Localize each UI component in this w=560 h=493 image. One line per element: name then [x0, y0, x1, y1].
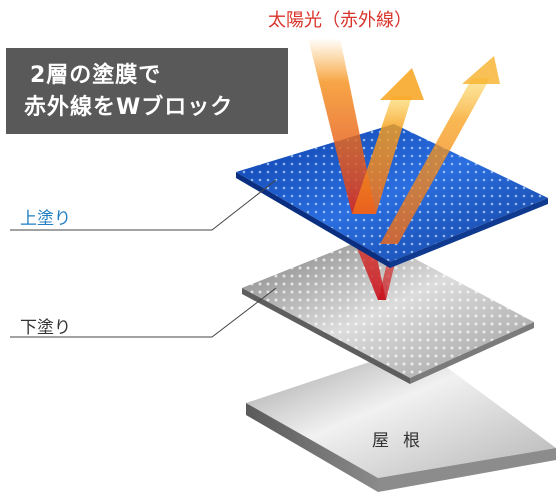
top-coat-layer [236, 124, 548, 268]
top-coat-leader [10, 179, 277, 231]
sunlight-label: 太陽光（赤外線） [268, 10, 412, 31]
headline-line-2: 赤外線をWブロック [24, 95, 234, 120]
top-coat-label: 上塗り [20, 209, 71, 229]
headline-box: 2層の塗膜で 赤外線をWブロック [6, 48, 288, 134]
under-coat-leader [10, 287, 277, 338]
under-coat-label: 下塗り [20, 318, 71, 338]
headline-line-1: 2層の塗膜で [30, 63, 162, 88]
sunlight-rays [308, 38, 500, 244]
roof-label: 屋根 [372, 431, 434, 451]
under-coat-layer [242, 236, 534, 384]
leader-lines [10, 179, 277, 338]
roof-slab [246, 346, 556, 492]
